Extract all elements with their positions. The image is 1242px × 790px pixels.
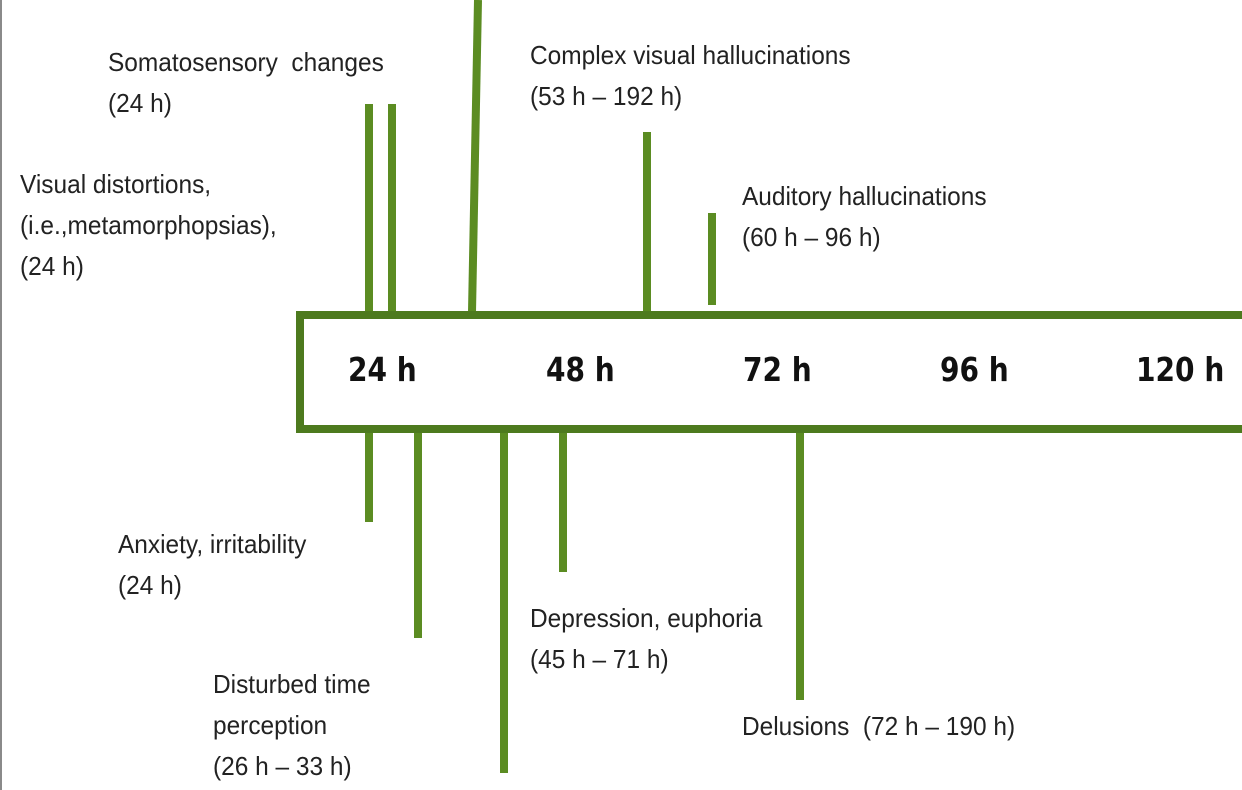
label-somatosensory: Somatosensory changes (24 h) xyxy=(108,47,384,118)
label-delusions: Delusions (72 h – 190 h) xyxy=(742,711,1016,741)
tick-24h: 24 h xyxy=(348,350,417,389)
tick-72h: 72 h xyxy=(743,350,812,389)
label-time-perception: Disturbed time perception (26 h – 33 h) xyxy=(213,669,371,781)
label-auditory: Auditory hallucinations (60 h – 96 h) xyxy=(742,181,987,252)
label-complex-visual: Complex visual hallucinations (53 h – 19… xyxy=(530,40,851,111)
tick-120h: 120 h xyxy=(1136,350,1225,389)
tick-96h: 96 h xyxy=(940,350,1009,389)
marker-unlabeled-top xyxy=(468,0,482,313)
label-anxiety: Anxiety, irritability (24 h) xyxy=(118,529,307,600)
tick-48h: 48 h xyxy=(546,350,615,389)
label-visual-distortions: Visual distortions, (i.e.,metamorphopsia… xyxy=(20,169,277,281)
label-depression: Depression, euphoria (45 h – 71 h) xyxy=(530,603,763,674)
timeline-bar xyxy=(296,311,1242,433)
